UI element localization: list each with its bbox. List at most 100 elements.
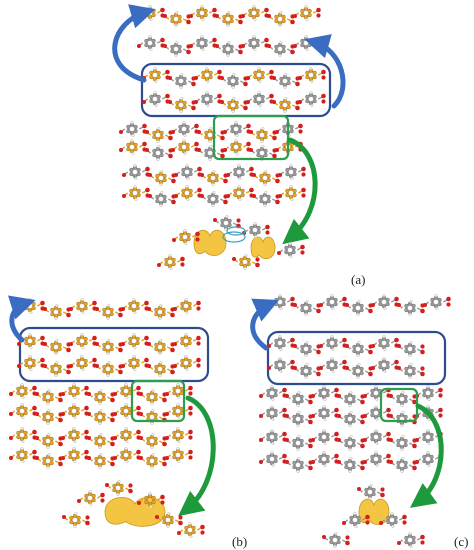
molecule [189,5,217,21]
molecule [311,385,339,401]
molecule [285,411,313,427]
molecule [173,298,201,314]
molecule [259,429,287,445]
molecule [87,409,115,425]
molecule [311,429,339,445]
molecule-chain [137,5,321,27]
molecule [121,333,149,349]
molecule [113,383,141,399]
molecule [242,222,270,238]
molecule [121,298,149,314]
layer-box [18,326,210,383]
molecule [95,339,123,355]
molecule [147,339,175,355]
molecule [157,254,185,270]
molecule-chain [17,355,201,377]
curved-blue-arrow [112,4,156,83]
molecule-chain [259,429,443,451]
molecule [213,215,241,231]
molecule [148,191,176,207]
panel-a [112,4,346,270]
molecule [165,383,193,399]
interaction-ellipse [226,226,246,236]
panel-label-a: (a) [351,272,366,287]
molecule-chain [119,121,303,143]
molecule-chain [17,333,201,355]
molecule [272,97,300,113]
molecule [259,451,287,467]
molecule [43,361,71,377]
molecule [319,294,347,310]
molecule [87,389,115,405]
molecule [105,480,133,496]
molecule [397,363,425,379]
molecule [113,403,141,419]
molecule [249,145,277,161]
interaction-ellipse [222,231,246,243]
molecule [9,383,37,399]
molecule [139,409,167,425]
molecule [241,35,269,51]
molecule [223,121,251,137]
molecule [311,405,339,421]
molecule [397,341,425,357]
molecule [246,91,274,107]
molecule [389,435,417,451]
molecule-chain [142,91,326,113]
molecule [121,355,149,371]
molecule-chain [267,294,451,316]
molecule [337,391,365,407]
molecule [165,447,193,463]
molecule [142,91,170,107]
molecule-chain [122,185,306,207]
molecule [337,457,365,473]
molecule [171,121,199,137]
molecule [311,451,339,467]
molecule [345,300,373,316]
molecule [298,91,326,107]
molecule [215,41,243,57]
molecule [226,185,254,201]
molecule [17,333,45,349]
molecule [293,300,321,316]
molecule [252,170,280,186]
molecule [319,357,347,373]
molecule [345,363,373,379]
molecule-chain [259,451,443,473]
molecule [278,185,306,201]
molecule [345,341,373,357]
molecule-chain [9,383,193,405]
molecule [69,355,97,371]
molecule [119,139,147,155]
panel-label-b: (b) [232,534,248,549]
molecule [173,355,201,371]
molecule-chain [259,385,443,407]
molecule-chain [17,298,201,320]
motif-box [212,114,290,161]
molecule [371,357,399,373]
molecule [95,304,123,320]
molecule [363,429,391,445]
molecule [122,185,150,201]
molecule [77,490,105,506]
molecule [363,385,391,401]
molecule [174,185,202,201]
motif-box [130,379,186,423]
molecule [61,383,89,399]
molecule [220,73,248,89]
molecule [241,5,269,21]
molecule [163,11,191,27]
molecule [277,242,305,258]
molecule [259,405,287,421]
molecule [61,447,89,463]
molecule [246,67,274,83]
molecule [215,11,243,27]
molecule-chain [9,403,193,425]
molecule [397,300,425,316]
molecule [337,435,365,451]
molecule-chain [142,67,326,89]
molecule [194,91,222,107]
molecule [267,11,295,27]
panel-label-c: (c) [454,534,469,549]
molecule [35,433,63,449]
